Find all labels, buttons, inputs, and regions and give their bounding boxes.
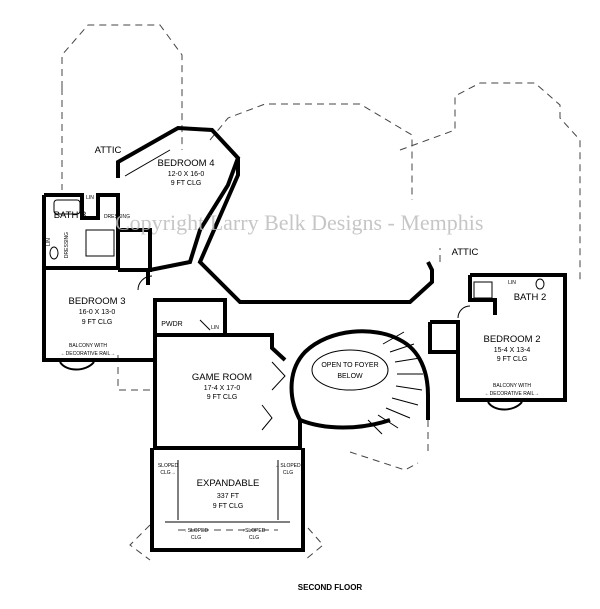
bath-2: BATH 2 LIN: [468, 273, 567, 315]
sloped-right-line2: CLG: [283, 470, 293, 476]
bedroom-3: BEDROOM 3 16-0 X 13-0 9 FT CLG BALCONY W…: [42, 268, 157, 371]
stair-treads: [367, 331, 423, 435]
dressing-lower-label: DRESSING: [64, 232, 70, 258]
roof-outline-dashed: [61, 24, 581, 561]
balcony-3-line1: BALCONY WITH: [69, 343, 107, 349]
bedroom-2: BEDROOM 2 15-4 X 13-4 9 FT CLG BALCONY W…: [428, 305, 567, 411]
pwdr-label: PWDR: [161, 321, 182, 328]
game-room-size: 17-4 X 17-0: [204, 385, 241, 392]
expandable-name: EXPANDABLE: [197, 478, 260, 489]
foyer-line1: OPEN TO FOYER: [321, 362, 378, 369]
expandable-size: 337 FT: [217, 493, 240, 500]
bath-2-name: BATH 2: [514, 292, 547, 303]
balcony-2-line1: BALCONY WITH: [493, 383, 531, 389]
bedroom-4-size: 12-0 X 16-0: [168, 171, 205, 178]
game-room: GAME ROOM 17-4 X 17-0 9 FT CLG: [153, 333, 302, 450]
foyer-line2: BELOW: [337, 373, 363, 380]
powder-room: PWDR LIN: [153, 298, 227, 335]
bedroom-4: BEDROOM 4 12-0 X 16-0 9 FT CLG: [116, 125, 241, 272]
bath-3-name: BATH 3: [54, 210, 87, 221]
lin-upper-label: LIN: [86, 195, 94, 201]
sloped-bottom-right-line2: CLG: [249, 535, 259, 541]
dressing-upper-label: DRESSING: [104, 214, 130, 220]
sloped-bottom-left-line2: CLG: [191, 535, 201, 541]
balcony-3-line2: ←DECORATIVE RAIL→: [61, 351, 116, 357]
foyer-stair: OPEN TO FOYER BELOW: [289, 329, 430, 435]
bedroom-2-name: BEDROOM 2: [483, 334, 540, 345]
sloped-bottom-right-line1: ↑SLOPED: [243, 528, 266, 534]
bedroom-4-ceiling: 9 FT CLG: [171, 180, 202, 187]
game-room-name: GAME ROOM: [192, 372, 252, 383]
bedroom-3-size: 16-0 X 13-0: [79, 309, 116, 316]
bedroom-4-name: BEDROOM 4: [157, 158, 214, 169]
expandable-ceiling: 9 FT CLG: [213, 503, 244, 510]
bedroom-2-size: 15-4 X 13-4: [494, 347, 531, 354]
sloped-left-line2: CLG→: [160, 470, 175, 476]
lin-bath2-label: LIN: [508, 280, 516, 286]
bedroom-3-name: BEDROOM 3: [68, 296, 125, 307]
attic-right-label: ATTIC: [452, 247, 479, 258]
lin-pwdr-label: LIN: [211, 325, 219, 331]
game-room-ceiling: 9 FT CLG: [207, 394, 238, 401]
bedroom-2-ceiling: 9 FT CLG: [497, 356, 528, 363]
lin-left-label: LIN: [46, 238, 52, 246]
floor-caption: SECOND FLOOR: [298, 583, 363, 592]
copyright-watermark: Copyright Larry Belk Designs - Memphis: [115, 210, 483, 235]
sloped-bottom-left-line1: ↑ SLOPED: [184, 528, 209, 534]
sloped-right-line1: ←SLOPED: [275, 463, 301, 469]
sloped-left-line1: SLOPED: [158, 463, 179, 469]
expandable-space: SLOPED CLG→ ←SLOPED CLG EXPANDABLE 337 F…: [150, 448, 305, 552]
attic-left-label: ATTIC: [95, 145, 122, 156]
balcony-2-line2: ←DECORATIVE RAIL→: [485, 391, 540, 397]
bedroom-3-ceiling: 9 FT CLG: [82, 319, 113, 326]
central-open-area: [197, 158, 434, 304]
